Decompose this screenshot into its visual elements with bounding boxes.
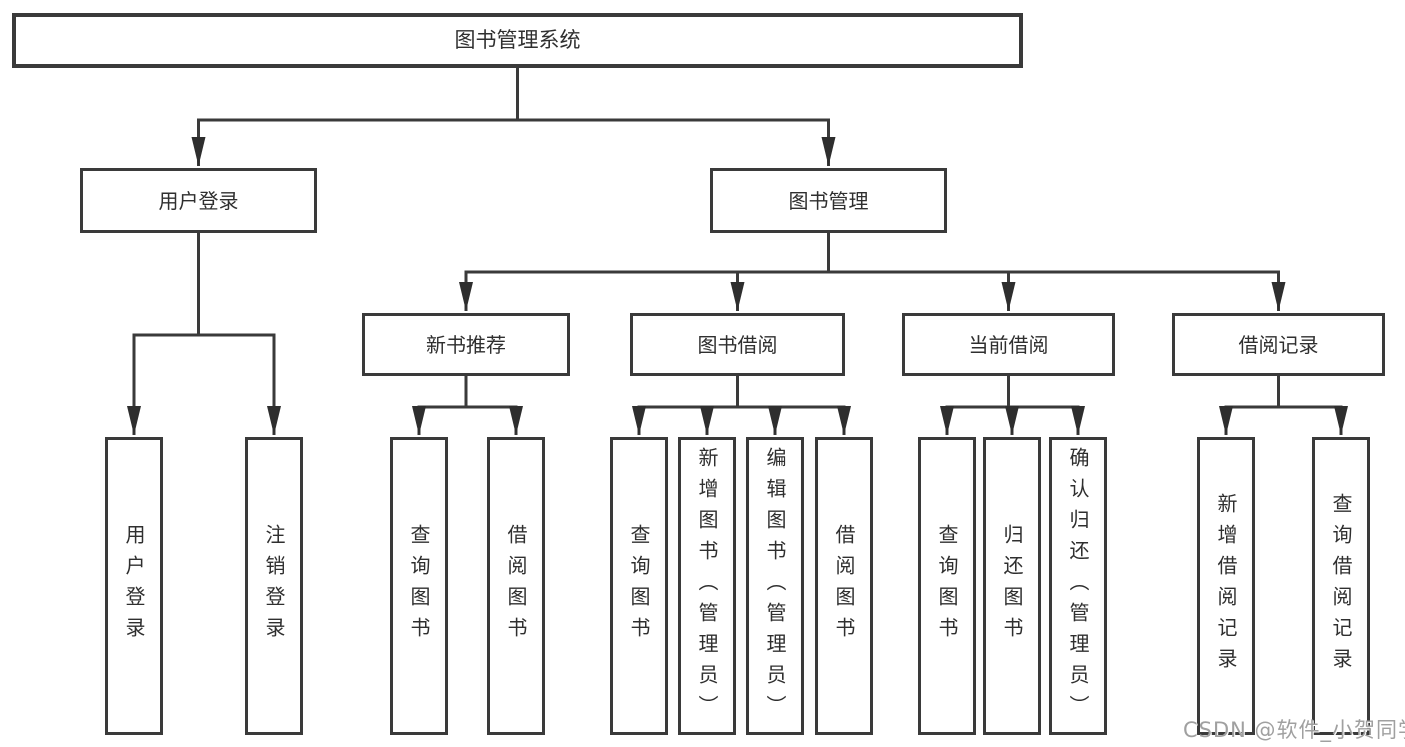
node-label: 查询图书 (407, 524, 431, 648)
node-module-borrowing-records: 借阅记录 (1172, 313, 1385, 376)
node-branch-book-management: 图书管理 (710, 168, 947, 233)
node-library-management-system: 图书管理系统 (12, 13, 1023, 68)
node-label: 用户登录 (158, 188, 239, 213)
node-label: 注销登录 (262, 524, 286, 648)
leaf-confirm-return-admin: 确认归还（管理员） (1049, 437, 1107, 735)
node-label: 图书管理 (788, 188, 869, 213)
node-label: 归还图书 (1000, 524, 1024, 648)
leaf-logout: 注销登录 (245, 437, 303, 735)
leaf-query-books-current: 查询图书 (918, 437, 976, 735)
node-label: 用户登录 (122, 524, 146, 648)
node-label: 借阅图书 (504, 524, 528, 648)
leaf-user-login: 用户登录 (105, 437, 163, 735)
node-module-new-book-recommend: 新书推荐 (362, 313, 570, 376)
node-label: 确认归还（管理员） (1066, 446, 1090, 726)
node-label: 查询图书 (627, 524, 651, 648)
node-label: 编辑图书（管理员） (763, 446, 787, 726)
leaf-add-books-admin: 新增图书（管理员） (678, 437, 736, 735)
leaf-query-books-recommend: 查询图书 (390, 437, 448, 735)
leaf-add-borrow-record: 新增借阅记录 (1197, 437, 1255, 735)
node-label: 图书借阅 (697, 332, 778, 357)
node-branch-user-login: 用户登录 (80, 168, 317, 233)
leaf-query-borrow-record: 查询借阅记录 (1312, 437, 1370, 735)
leaf-edit-books-admin: 编辑图书（管理员） (746, 437, 804, 735)
node-label: 借阅图书 (832, 524, 856, 648)
leaf-query-books-borrow: 查询图书 (610, 437, 668, 735)
node-module-current-borrowing: 当前借阅 (902, 313, 1115, 376)
node-label: 查询图书 (935, 524, 959, 648)
node-label: 新增图书（管理员） (695, 446, 719, 726)
node-label: 查询借阅记录 (1329, 493, 1353, 679)
leaf-borrow-books: 借阅图书 (815, 437, 873, 735)
leaf-return-books: 归还图书 (983, 437, 1041, 735)
leaf-borrow-books-recommend: 借阅图书 (487, 437, 545, 735)
node-module-book-borrowing: 图书借阅 (630, 313, 845, 376)
csdn-watermark: CSDN @软件_小贺同学 (1183, 718, 1405, 742)
node-label: 新增借阅记录 (1214, 493, 1238, 679)
node-label: 借阅记录 (1238, 332, 1319, 357)
node-label: 图书管理系统 (454, 28, 581, 52)
node-label: 当前借阅 (968, 332, 1049, 357)
node-label: 新书推荐 (426, 332, 506, 357)
